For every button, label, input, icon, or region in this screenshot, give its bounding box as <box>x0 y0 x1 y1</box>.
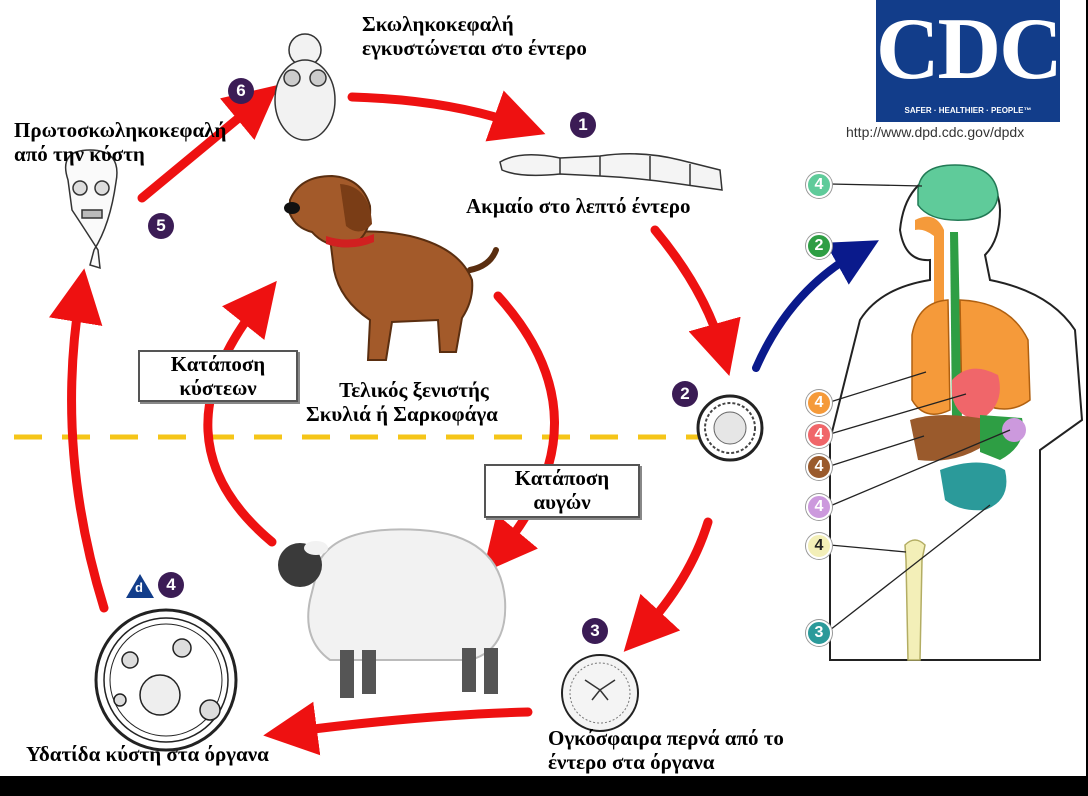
host-label-line1: Τελικός ξενιστής <box>339 378 489 402</box>
egg-ingestion-line1: Κατάποση <box>514 466 610 490</box>
scolex-drawing <box>274 33 336 141</box>
adult-worm-drawing <box>499 153 723 191</box>
egg-ingestion-line2: αυγών <box>533 490 591 514</box>
arrow-sheep-to-dog <box>203 280 277 547</box>
site-badge-heart: 4 <box>806 422 832 448</box>
sheep-drawing <box>278 528 507 698</box>
egg-ingestion-box: Κατάποση αυγών <box>484 464 640 518</box>
site-badge-liver: 4 <box>806 454 832 480</box>
cyst-ingestion-box: Κατάποση κύστεων <box>138 350 298 402</box>
arrow-2-to-3 <box>623 517 713 652</box>
stage-5-label: Πρωτοσκωληκοκεφαλή από την κύστη <box>14 118 226 166</box>
arrow-3-to-4 <box>263 701 533 756</box>
stage-badge-4: 4 <box>158 572 184 598</box>
left-lung <box>911 299 951 415</box>
site-leader-lines <box>829 183 1011 631</box>
cycle-arrows <box>49 84 741 756</box>
oncosphere-drawing <box>561 654 639 732</box>
right-black-edge <box>1086 0 1088 796</box>
host-label-line2: Σκυλιά ή Σαρκοφάγα <box>306 402 498 426</box>
stage-badge-5: 5 <box>148 213 174 239</box>
stage-badge-1: 1 <box>570 112 596 138</box>
site-badge-bone: 4 <box>806 533 832 559</box>
dog-drawing <box>284 174 499 361</box>
arrow-egg-to-human <box>752 240 879 372</box>
host-label: Τελικός ξενιστής Σκυλιά ή Σαρκοφάγα <box>306 378 498 426</box>
arrow-1-to-2 <box>650 225 741 376</box>
stage-4-d-letter: d <box>135 580 143 595</box>
bottom-black-bar <box>0 776 1088 796</box>
stage-5-label-line2: από την κύστη <box>14 142 145 166</box>
stage-6-label: Σκωληκοκεφαλή εγκυστώνεται στο έντερο <box>362 12 587 60</box>
cdc-logo-letters: CDC <box>876 1 1060 98</box>
heart <box>952 368 1000 420</box>
site-badge-stage2: 2 <box>806 233 832 259</box>
site-badge-spleen: 4 <box>806 494 832 520</box>
arrow-6-to-1 <box>347 90 546 142</box>
cyst-ingestion-line1: Κατάποση <box>170 352 266 376</box>
cdc-logo-tagline: SAFER · HEALTHIER · PEOPLE™ <box>904 106 1032 115</box>
spleen <box>1002 418 1026 442</box>
stage-1-label: Ακμαίο στο λεπτό έντερο <box>466 194 691 218</box>
cdc-url-text: http://www.dpd.cdc.gov/dpdx <box>846 124 1025 140</box>
arrow-4-to-5 <box>49 268 109 613</box>
femur <box>904 539 926 661</box>
stage-badge-2: 2 <box>672 381 698 407</box>
cdc-logo: CDC SAFER · HEALTHIER · PEOPLE™ <box>876 0 1060 122</box>
site-badge-brain: 4 <box>806 172 832 198</box>
stage-badge-6: 6 <box>228 78 254 104</box>
human-figure-drawing <box>829 164 1084 661</box>
stage-6-label-line1: Σκωληκοκεφαλή <box>362 12 514 36</box>
site-badge-intestine: 3 <box>806 620 832 646</box>
cyst-ingestion-line2: κύστεων <box>179 376 257 400</box>
arrow-5-to-6 <box>137 84 279 203</box>
stage-4-label: Υδατίδα κύστη στα όργανα <box>26 742 269 766</box>
esophagus <box>950 232 962 420</box>
stage-6-label-line2: εγκυστώνεται στο έντερο <box>362 36 587 60</box>
site-badge-lung: 4 <box>806 390 832 416</box>
liver <box>910 415 992 461</box>
stage-badge-4-d-icon: d <box>126 574 154 598</box>
protoscolex-drawing <box>64 149 118 270</box>
stage-3-label: Ογκόσφαιρα περνά από το έντερο στα όργαν… <box>548 726 784 774</box>
stage-3-label-line2: έντερο στα όργανα <box>548 750 715 774</box>
stage-3-label-line1: Ογκόσφαιρα περνά από το <box>548 726 784 750</box>
stage-badge-3: 3 <box>582 618 608 644</box>
hydatid-cyst-drawing <box>94 608 238 752</box>
intestines <box>940 462 1007 511</box>
brain <box>917 164 999 221</box>
stage-5-label-line1: Πρωτοσκωληκοκεφαλή <box>14 118 227 142</box>
egg-drawing <box>696 394 764 462</box>
